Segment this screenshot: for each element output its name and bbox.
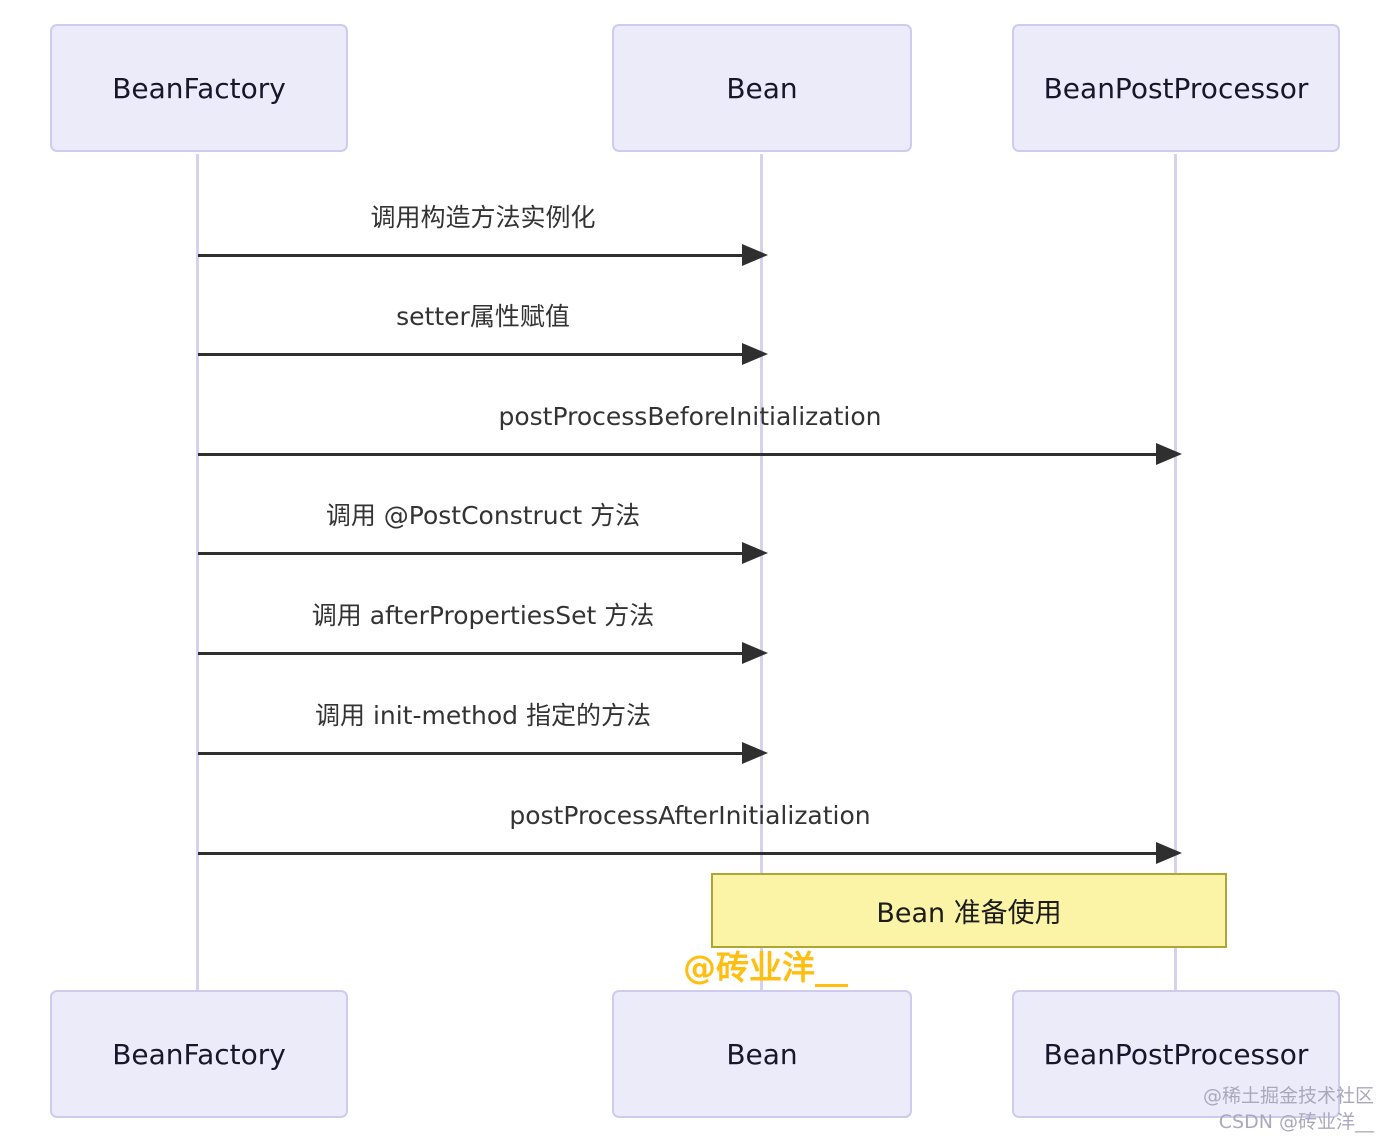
arrowhead-icon — [1156, 443, 1182, 465]
arrowhead-icon — [742, 343, 768, 365]
arrowhead-icon — [742, 542, 768, 564]
message-label-4: 调用 @PostConstruct 方法 — [325, 501, 641, 530]
message-label-7: postProcessAfterInitialization — [509, 801, 871, 830]
participant-bottom-beanpostprocessor: BeanPostProcessor — [1012, 990, 1340, 1118]
arrowhead-icon — [742, 642, 768, 664]
message-arrow-7 — [198, 842, 1182, 864]
message-label-5: 调用 afterPropertiesSet 方法 — [311, 601, 655, 630]
message-label-1: 调用构造方法实例化 — [370, 203, 596, 232]
message-label-2: setter属性赋值 — [396, 302, 570, 331]
message-arrow-6 — [198, 742, 768, 764]
note-box: Bean 准备使用 — [711, 873, 1227, 948]
participant-bottom-bean: Bean — [612, 990, 912, 1118]
note-label: Bean 准备使用 — [876, 898, 1062, 929]
watermark-csdn: CSDN @砖业洋__ — [1218, 1111, 1374, 1133]
message-arrow-1 — [198, 244, 768, 266]
participant-label: BeanPostProcessor — [1043, 1037, 1309, 1071]
participant-label: Bean — [726, 1037, 798, 1071]
lifeline-beanfactory — [196, 154, 199, 990]
message-arrow-3 — [198, 443, 1182, 465]
arrow-shaft — [198, 751, 748, 755]
message-arrow-4 — [198, 542, 768, 564]
arrow-shaft — [198, 452, 1162, 456]
watermark-author: @砖业洋__ — [683, 948, 848, 987]
arrow-shaft — [198, 651, 748, 655]
participant-top-bean: Bean — [612, 24, 912, 152]
watermark-juejin: @稀土掘金技术社区 — [1202, 1085, 1374, 1107]
participant-bottom-beanfactory: BeanFactory — [50, 990, 348, 1118]
arrow-shaft — [198, 253, 748, 257]
lifeline-beanpostprocessor — [1174, 154, 1177, 990]
lifeline-bean — [760, 154, 763, 990]
arrow-shaft — [198, 851, 1162, 855]
arrowhead-icon — [742, 244, 768, 266]
message-label-3: postProcessBeforeInitialization — [498, 402, 882, 431]
arrowhead-icon — [1156, 842, 1182, 864]
participant-label: BeanFactory — [112, 1037, 286, 1071]
arrow-shaft — [198, 551, 748, 555]
participant-label: Bean — [726, 71, 798, 105]
participant-top-beanpostprocessor: BeanPostProcessor — [1012, 24, 1340, 152]
message-arrow-5 — [198, 642, 768, 664]
participant-label: BeanFactory — [112, 71, 286, 105]
participant-label: BeanPostProcessor — [1043, 71, 1309, 105]
arrowhead-icon — [742, 742, 768, 764]
message-label-6: 调用 init-method 指定的方法 — [315, 701, 651, 730]
message-arrow-2 — [198, 343, 768, 365]
participant-top-beanfactory: BeanFactory — [50, 24, 348, 152]
arrow-shaft — [198, 352, 748, 356]
